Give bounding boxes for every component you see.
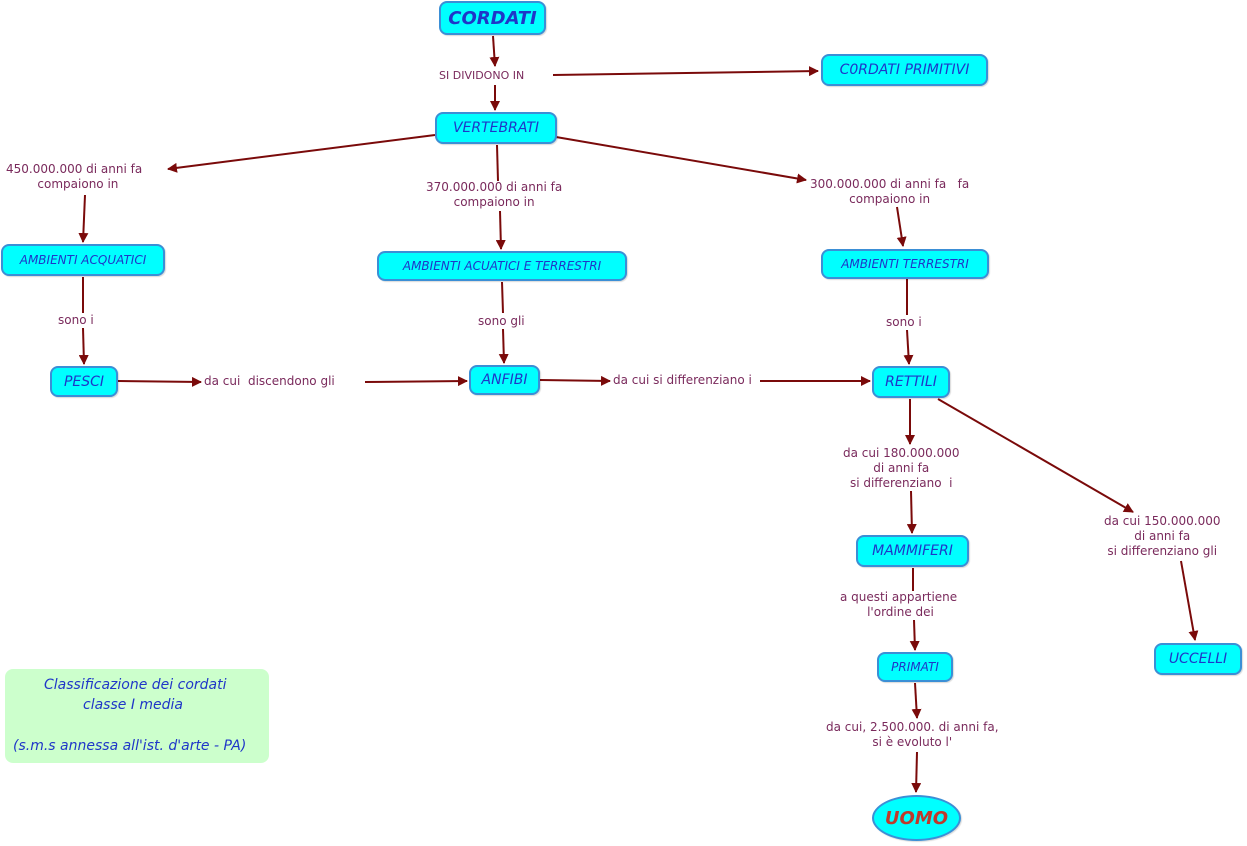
node-ambienti-acquatici[interactable]: AMBIENTI ACQUATICI — [1, 244, 165, 276]
edge-sono-rettili — [903, 329, 914, 365]
node-cordati-primitivi[interactable]: C0RDATI PRIMITIVI — [821, 54, 988, 86]
edge-vertebrati-300 — [555, 136, 807, 184]
label-300-million-years: 300.000.000 di anni fa fa compaiono in — [810, 177, 970, 206]
label-da-cui-si-differenziano: da cui si differenziano i — [613, 373, 752, 387]
label-si-dividono-in: SI DIVIDONO IN — [439, 69, 525, 82]
edge-label-uomo — [911, 751, 922, 793]
node-rettili[interactable]: RETTILI — [872, 366, 950, 398]
edge-rettili-150 — [937, 398, 1134, 513]
label-ordine-dei: a questi appartiene l'ordine dei — [840, 590, 958, 619]
label-2-5-million-years: da cui, 2.500.000. di anni fa, si è evol… — [826, 720, 999, 749]
edge-vertebrati-370 — [496, 144, 499, 182]
caption-class: classe I media — [83, 697, 184, 713]
edge-label-primitivi — [552, 66, 819, 77]
caption-school: (s.m.s annessa all'ist. d'arte - PA) — [13, 738, 247, 754]
node-anfibi[interactable]: ANFIBI — [469, 365, 540, 395]
caption-note: Classificazione dei cordati classe I med… — [5, 669, 269, 763]
node-ambienti-terrestri[interactable]: AMBIENTI TERRESTRI — [821, 249, 989, 279]
edge-370-acuatici — [495, 210, 506, 250]
node-primati[interactable]: PRIMATI — [877, 652, 953, 682]
edge-vertebrati-450 — [167, 134, 436, 173]
edge-anfibi-label — [539, 375, 611, 386]
node-mammiferi[interactable]: MAMMIFERI — [856, 535, 969, 567]
edge-450-acquatici — [78, 194, 89, 243]
edge-sono-anfibi — [498, 328, 509, 364]
node-uccelli[interactable]: UCCELLI — [1154, 643, 1242, 675]
caption-title: Classificazione dei cordati — [44, 677, 227, 693]
node-vertebrati[interactable]: VERTEBRATI — [435, 112, 557, 144]
edge-primati-label — [911, 682, 922, 719]
label-150-million-years: da cui 150.000.000 di anni fa si differe… — [1104, 514, 1221, 558]
label-370-million-years: 370.000.000 di anni fa compaiono in — [426, 180, 563, 209]
edge-150-uccelli — [1180, 560, 1199, 641]
edge-cordati-label — [489, 35, 500, 67]
edge-pesci-label — [117, 376, 202, 387]
label-sono-i-pesci: sono i — [58, 313, 94, 327]
edge-180-mammiferi — [906, 490, 917, 534]
edge-300-terrestri — [896, 206, 907, 247]
edge-label-primati — [909, 619, 920, 651]
label-180-million-years: da cui 180.000.000 di anni fa si differe… — [843, 446, 960, 490]
label-450-million-years: 450.000.000 di anni fa compaiono in — [6, 162, 143, 191]
edge-label-anfibi — [364, 376, 468, 387]
node-ambienti-acuatici-terrestri[interactable]: AMBIENTI ACUATICI E TERRESTRI — [377, 251, 627, 281]
label-sono-gli-anfibi: sono gli — [478, 314, 525, 328]
node-pesci[interactable]: PESCI — [50, 366, 118, 397]
node-uomo[interactable]: UOMO — [872, 795, 961, 841]
edge-acuatici-sono — [501, 281, 504, 314]
node-cordati[interactable]: CORDATI — [439, 1, 546, 35]
label-sono-i-rettili: sono i — [886, 315, 922, 329]
label-da-cui-discendono: da cui discendono gli — [204, 374, 335, 388]
edge-sono-pesci — [78, 327, 89, 365]
